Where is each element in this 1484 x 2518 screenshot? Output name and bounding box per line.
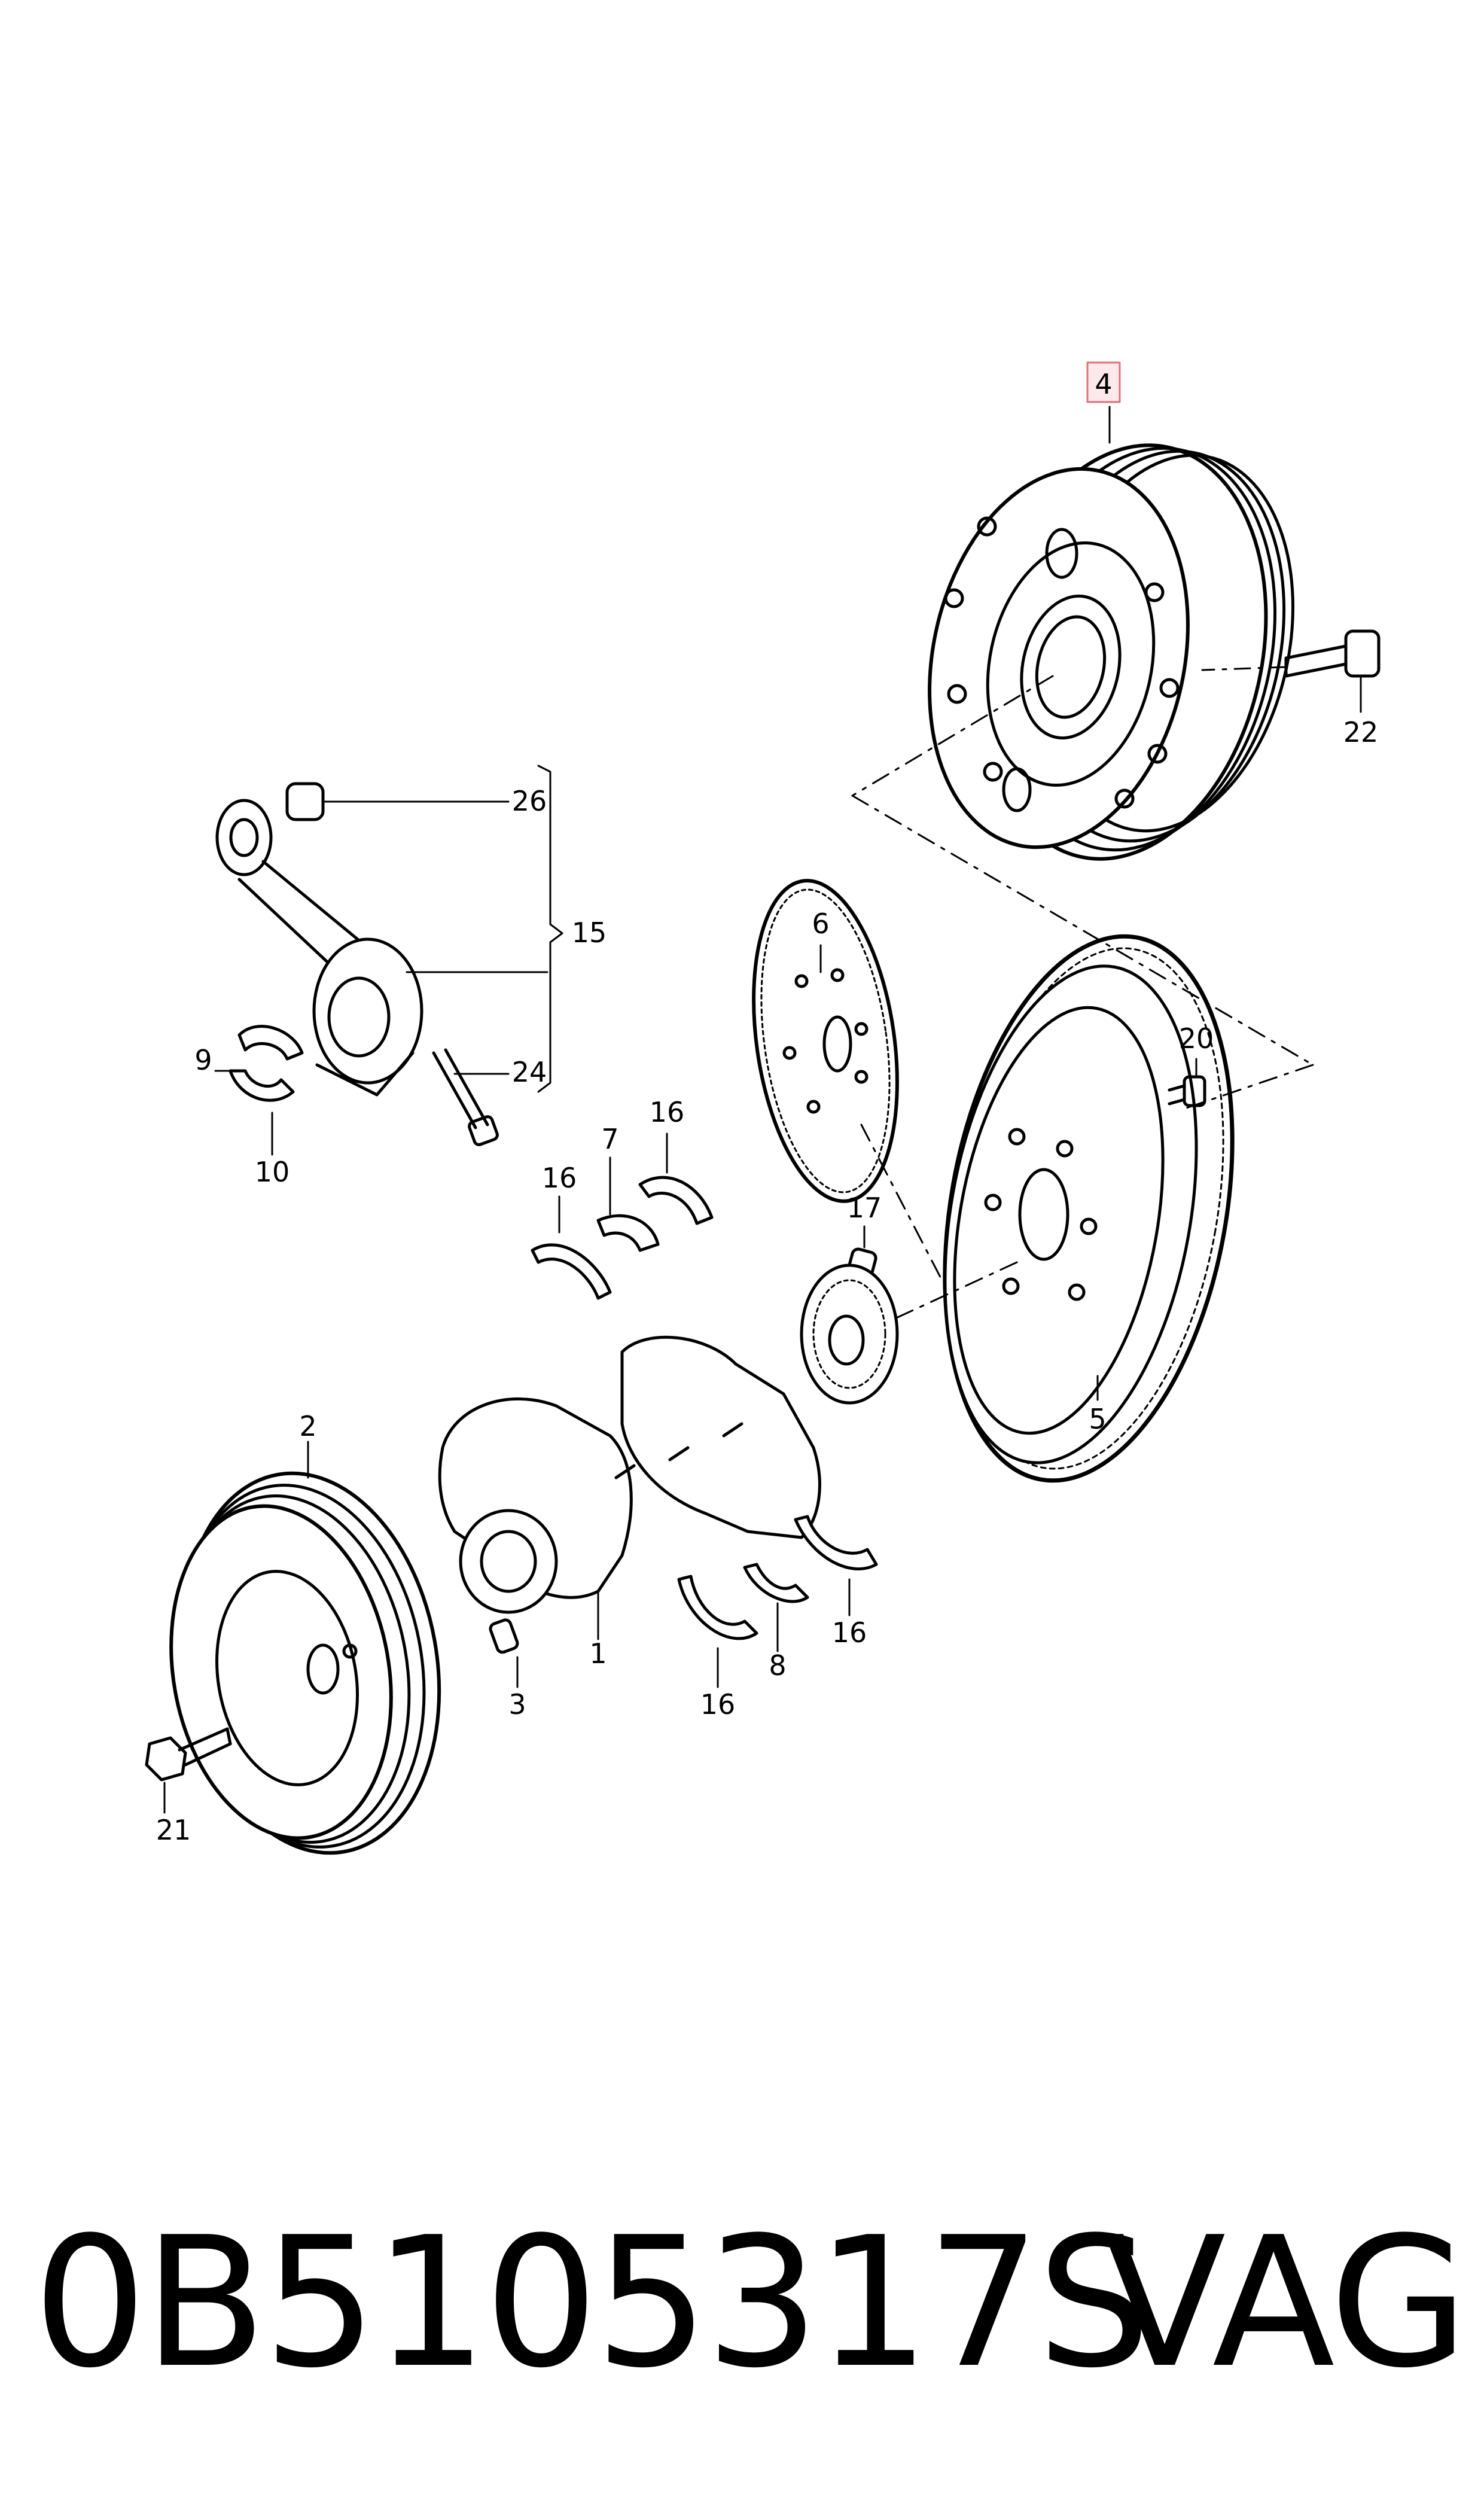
- callout-20[interactable]: 20: [1179, 1022, 1214, 1055]
- callout-7[interactable]: 7: [601, 1123, 618, 1155]
- rod-bearing-shells-part: [214, 1025, 304, 1156]
- drive-plate-part: [752, 879, 899, 1203]
- callout-2[interactable]: 2: [299, 1410, 316, 1442]
- callout-24[interactable]: 24: [512, 1056, 547, 1088]
- crankshaft-pulley-part: [169, 1441, 441, 1855]
- connecting-rod-part: [215, 765, 563, 1146]
- callout-labels: 4 22 26 15 6 20 9 24 16 7 16 10 17 5 2 1…: [156, 368, 1379, 1846]
- callout-4-highlight-box: [1086, 361, 1121, 403]
- callout-16-bottom-right[interactable]: 16: [832, 1616, 867, 1649]
- flywheel-part: [943, 934, 1235, 1483]
- dowel-pin-3-part: [489, 1618, 519, 1688]
- callout-16-top-right[interactable]: 16: [650, 1096, 685, 1128]
- callout-22[interactable]: 22: [1343, 716, 1379, 748]
- callout-5[interactable]: 5: [1089, 1403, 1106, 1435]
- bolt-22-part: [1201, 629, 1381, 678]
- callout-3[interactable]: 3: [508, 1688, 526, 1721]
- crankshaft-part: [438, 1263, 899, 1640]
- callout-17[interactable]: 17: [847, 1192, 882, 1224]
- dual-mass-flywheel-part: [928, 443, 1294, 861]
- callout-15[interactable]: 15: [572, 917, 607, 949]
- leader-lines: [819, 406, 1362, 1401]
- callout-26[interactable]: 26: [512, 785, 547, 817]
- exploded-parts-diagram: 4 22 26 15 6 20 9 24 16 7 16 10 17 5 2 1…: [145, 361, 1381, 1855]
- callout-9[interactable]: 9: [194, 1044, 212, 1076]
- part-number-text: 0B5105317S: [33, 2199, 1151, 2407]
- callout-16-bottom-left[interactable]: 16: [700, 1688, 736, 1721]
- callout-8[interactable]: 8: [769, 1649, 786, 1682]
- main-bearing-shells-lower-part: [677, 1515, 878, 1688]
- callout-4[interactable]: 4: [1095, 368, 1112, 400]
- callout-21[interactable]: 21: [156, 1814, 191, 1846]
- callout-6[interactable]: 6: [812, 908, 829, 940]
- brand-text: VAG: [1103, 2199, 1468, 2407]
- bolt-21-part: [145, 1727, 232, 1814]
- callout-10[interactable]: 10: [255, 1156, 290, 1188]
- callout-16-top-left[interactable]: 16: [542, 1162, 577, 1194]
- main-bearing-shells-upper-part: [531, 1132, 714, 1300]
- callout-1[interactable]: 1: [589, 1637, 607, 1670]
